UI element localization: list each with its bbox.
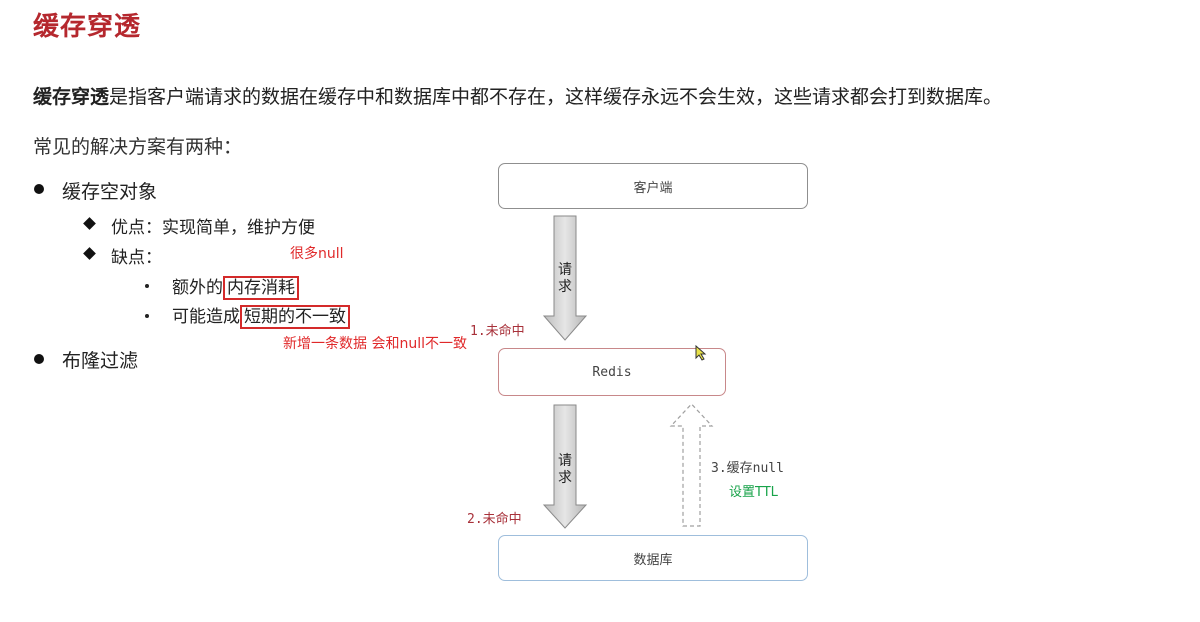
- request-arrow-1: [542, 215, 588, 341]
- miss-label-1: 1.未命中: [470, 324, 525, 339]
- highlight-box-inconsistency: 短期的不一致: [240, 305, 350, 329]
- request-label-1: 请求: [558, 262, 572, 295]
- intro-text: 是指客户端请求的数据在缓存中和数据库中都不存在，这样缓存永远不会生效，这些请求都…: [109, 86, 1003, 108]
- highlight-box-memory: 内存消耗: [223, 276, 299, 300]
- small-bullet: [145, 314, 149, 318]
- bullet-dot: [34, 354, 44, 364]
- con-item-inconsistency: 可能造成短期的不一致: [172, 302, 350, 329]
- annotation-inconsistency-note: 新增一条数据 会和null不一致: [283, 336, 467, 352]
- cache-null-arrow: [669, 403, 714, 527]
- set-ttl-label: 设置TTL: [729, 485, 778, 500]
- bullet-dot: [34, 184, 44, 194]
- miss-label-2: 2.未命中: [467, 512, 522, 527]
- redis-box: Redis: [498, 348, 726, 396]
- pros-text: 优点：实现简单，维护方便: [111, 218, 315, 238]
- solution-cache-null-object: 缓存空对象: [62, 181, 158, 203]
- solution-bloom-filter: 布隆过滤: [62, 350, 139, 372]
- annotation-null-note: 很多null: [290, 246, 344, 262]
- small-bullet: [145, 284, 149, 288]
- page-title: 缓存穿透: [33, 12, 142, 42]
- con-item-memory: 额外的内存消耗: [172, 273, 299, 300]
- client-box: 客户端: [498, 163, 808, 209]
- solutions-heading: 常见的解决方案有两种：: [33, 136, 243, 158]
- database-box: 数据库: [498, 535, 808, 581]
- cons-label: 缺点：: [111, 248, 162, 268]
- intro-paragraph: 缓存穿透是指客户端请求的数据在缓存中和数据库中都不存在，这样缓存永远不会生效，这…: [33, 82, 1002, 109]
- intro-bold-term: 缓存穿透: [33, 86, 110, 108]
- cache-null-label: 3.缓存null: [711, 461, 784, 476]
- request-arrow-2: [542, 404, 588, 529]
- request-label-2: 请求: [558, 453, 572, 486]
- mouse-cursor-icon: [695, 345, 707, 361]
